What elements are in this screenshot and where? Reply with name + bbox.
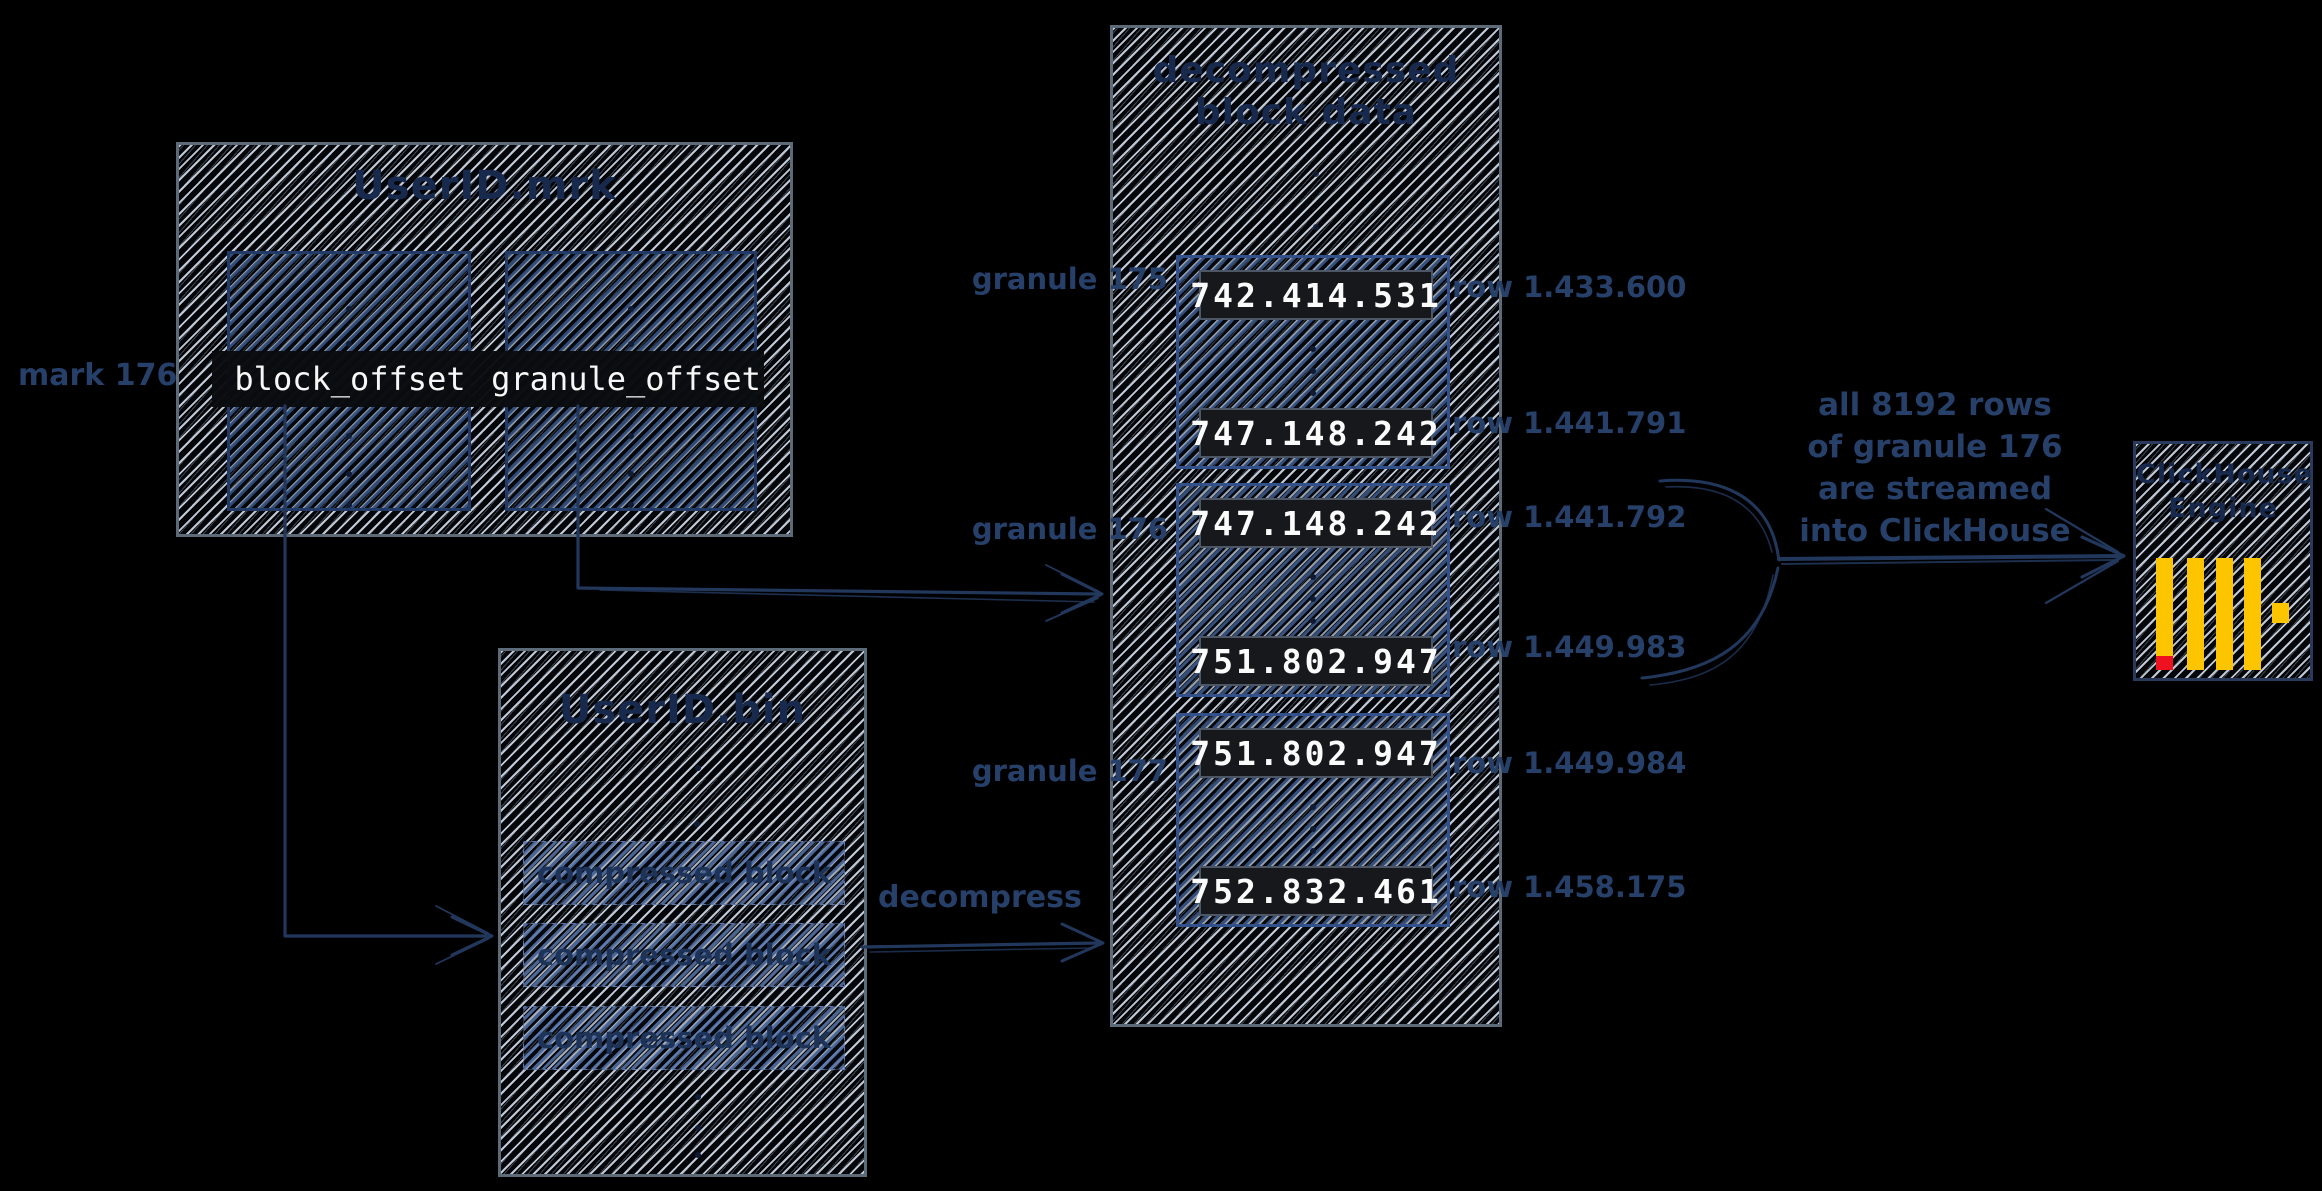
granule-177-label: granule 177 [971,754,1168,788]
ellipsis-dot [346,306,352,312]
decompress-label: decompress [878,880,1082,915]
engine-title: ClickHouse Engine [2136,458,2314,526]
clickhouse-engine-box: ClickHouse Engine [2133,441,2313,681]
engine-title-line2: Engine [2168,493,2278,524]
ellipsis-dot [346,433,352,439]
granule-176-label: granule 176 [971,512,1168,546]
mrk-file-title: UserID.mrk [352,163,617,209]
compressed-block-label: compressed block [536,938,832,972]
ellipsis-dot [695,1125,701,1131]
ellipsis-dot [1310,826,1316,832]
logo-square [2272,603,2289,623]
row-label-1433600: row 1.433.600 [1452,270,1687,304]
ellipsis-dot [1313,224,1319,230]
stream-note-line1: all 8192 rows [1818,387,2052,423]
granule-175-group: 742.414.531 747.148.242 [1176,255,1450,469]
ellipsis-dot [346,502,352,508]
logo-bar-1 [2156,558,2173,670]
decompress-arrow [860,922,1105,963]
logo-bar-4 [2244,558,2261,670]
stream-note: all 8192 rows of granule 176 are streame… [1795,384,2075,552]
granule-offset-label: granule_offset [491,360,761,398]
value-chip: 742.414.531 [1190,270,1439,320]
ellipsis-dot [1310,574,1316,580]
row-label-1449984: row 1.449.984 [1452,746,1687,780]
ellipsis-dot [1310,368,1316,374]
row-label-1441792: row 1.441.792 [1452,500,1687,534]
compressed-block-row-3: compressed block [523,1006,845,1070]
ellipsis-dot [1310,596,1316,602]
stream-note-line2: of granule 176 [1807,429,2063,465]
ellipsis-dot [1310,390,1316,396]
value-chip: 752.832.461 [1190,866,1439,916]
ellipsis-dot [695,1094,701,1100]
logo-bar-2 [2187,558,2204,670]
decompressed-title-line2: block data [1194,92,1418,133]
logo-red-tip [2156,656,2173,670]
decompressed-block-box: decompressed block data 742.414.531 747.… [1110,25,1502,1027]
ellipsis-dot [346,471,352,477]
compressed-block-label: compressed block [536,1021,832,1055]
value-chip: 747.148.242 [1190,498,1439,548]
compressed-block-label: compressed block [536,856,832,890]
row-label-1458175: row 1.458.175 [1452,870,1687,904]
ellipsis-dot [628,471,634,477]
row-label-1441791: row 1.441.791 [1452,406,1687,440]
bin-file-box: UserID.bin compressed block compressed b… [498,648,867,1177]
granule-175-label: granule 175 [971,262,1168,296]
ellipsis-dot [628,341,634,347]
decompressed-block-title: decompressed block data [1113,50,1499,134]
stream-note-line3: are streamed [1817,471,2053,507]
ellipsis-dot [346,341,352,347]
mark-row-band: block_offset granule_offset [212,351,764,407]
ellipsis-dot [1310,618,1316,624]
ellipsis-dot [695,765,701,771]
ellipsis-dot [695,1152,701,1158]
ellipsis-dot [1310,804,1316,810]
compressed-block-row-1: compressed block [523,841,845,905]
stream-note-line4: into ClickHouse [1799,513,2071,549]
ellipsis-dot [1313,171,1319,177]
value-chip: 751.802.947 [1190,728,1439,778]
logo-bar-3 [2216,558,2233,670]
ellipsis-dot [628,433,634,439]
ellipsis-dot [628,306,634,312]
value-chip: 747.148.242 [1190,408,1439,458]
ellipsis-dot [694,821,700,827]
compressed-block-row-2: compressed block [523,923,845,987]
ellipsis-dot [1310,346,1316,352]
row-label-1449983: row 1.449.983 [1452,630,1687,664]
granule-177-group: 751.802.947 752.832.461 [1176,713,1450,927]
engine-title-line1: ClickHouse [2136,459,2314,490]
ellipsis-dot [628,502,634,508]
block-offset-label: block_offset [234,360,466,398]
ellipsis-dot [1310,848,1316,854]
granule-176-group: 747.148.242 751.802.947 [1176,483,1450,697]
mrk-file-box: UserID.mrk block_offset granule_offset [176,142,793,537]
bin-file-title: UserID.bin [558,687,807,733]
value-chip: 751.802.947 [1190,636,1439,686]
decompressed-title-line1: decompressed [1152,50,1460,91]
mark-176-label: mark 176 [18,358,178,393]
